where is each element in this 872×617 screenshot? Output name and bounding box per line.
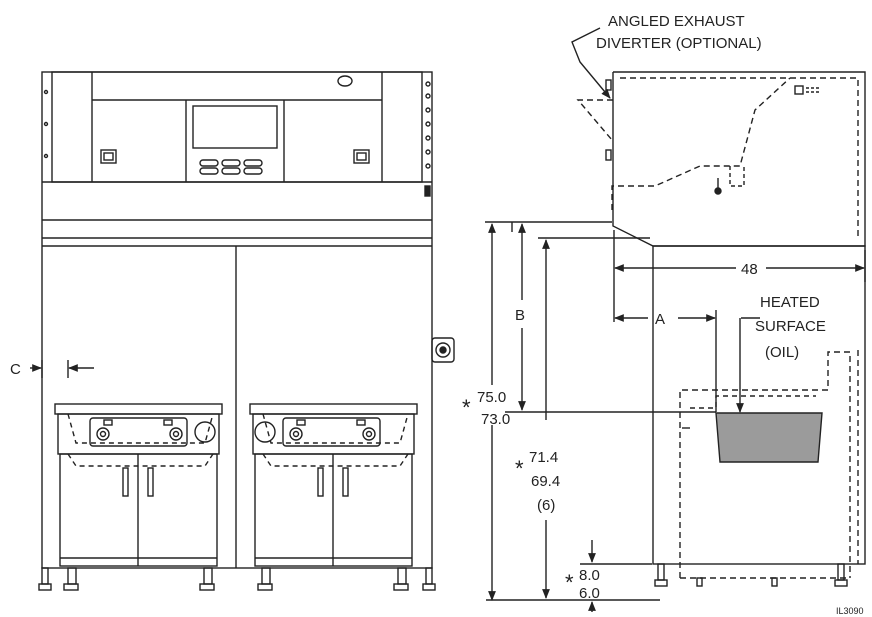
right-switch [353,149,370,164]
side-hood [612,71,866,247]
figure-id: IL3090 [836,606,864,616]
dim-75-label: 75.0 [477,389,506,406]
logo-badge [337,75,353,87]
callout-diverter-2: DIVERTER (OPTIONAL) [596,35,762,52]
callout-diverter-1: ANGLED EXHAUST [608,13,745,30]
dimension-75 [485,221,612,601]
dimension-b [505,222,716,413]
asterisk-8: * [565,570,574,595]
vent-grille [199,159,263,175]
dim-c-label: C [10,361,21,378]
dimension-c [30,360,94,378]
front-cabinet-outline [41,71,433,569]
dim-69-label: 69.4 [531,473,560,490]
dim-6-label: (6) [537,497,555,514]
left-fryer [54,403,223,591]
front-view [30,71,455,591]
asterisk-75: * [462,395,471,420]
left-switch [100,149,117,164]
callout-heated-2: SURFACE [755,318,826,335]
dimension-48 [613,230,866,322]
filter-panel [192,105,278,149]
dimension-leg [486,540,660,612]
side-view [485,27,866,612]
dim-73-label: 73.0 [481,411,510,428]
callout-heated-3: (OIL) [765,344,799,361]
dim-b-label: B [515,307,525,324]
dimension-a [614,310,717,412]
heated-surface-oil [715,412,823,463]
asterisk-71: * [515,456,524,481]
callout-heated-1: HEATED [760,294,820,311]
dimension-71 [538,237,650,599]
exhaust-diverter [576,99,613,141]
dim-a-label: A [655,311,665,328]
side-cabinet [652,245,866,565]
control-column [424,81,431,197]
right-fryer [249,403,418,591]
dim-8-label: 8.0 [579,567,600,584]
dim-48-label: 48 [741,261,758,278]
dim-71-label: 71.4 [529,449,558,466]
dim-6-leg-label: 6.0 [579,585,600,602]
